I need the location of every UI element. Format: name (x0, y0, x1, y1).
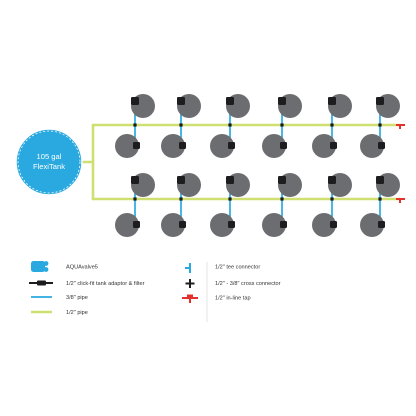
aquavalve (131, 176, 139, 184)
aquavalve (278, 97, 286, 105)
cross-connector-icon (185, 279, 195, 288)
pot-pair (161, 94, 201, 158)
legend-label-cross-connector: 1/2" - 3/8" cross connector (215, 281, 281, 287)
aquavalve (376, 176, 384, 184)
aquavalve (228, 221, 235, 228)
aquavalve (376, 97, 384, 105)
aquavalve (133, 142, 140, 149)
legend-item-tee-connector: 1/2" tee connector (185, 263, 260, 273)
plant-pot (210, 134, 234, 158)
legend-label-aquavalve: AQUAvalve5 (66, 265, 98, 271)
cross-connector (378, 123, 382, 127)
plant-pot (262, 213, 286, 237)
legend-item-half-inch-pipe: 1/2" pipe (31, 310, 88, 316)
aquavalve (131, 97, 139, 105)
plant-pot (360, 134, 384, 158)
plant-pot (115, 213, 139, 237)
legend-label-tee-connector: 1/2" tee connector (215, 265, 260, 271)
aquavalve-icon (31, 261, 49, 272)
plant-pot (312, 134, 336, 158)
tank-label-line1: 105 gal (37, 152, 62, 161)
aquavalve (179, 221, 186, 228)
inline-tap (396, 198, 405, 203)
cross-connector (179, 197, 183, 201)
pot-pair (312, 94, 352, 158)
aquavalve (177, 176, 185, 184)
cross-connector (280, 197, 284, 201)
legend-label-inline-tap: 1/2" in-line tap (215, 296, 251, 302)
legend-item-tank-adaptor: 1/2" click-fit tank adaptor & filter (29, 280, 145, 287)
legend-item-cross-connector: 1/2" - 3/8" cross connector (185, 279, 281, 288)
tank-circle (15, 128, 83, 196)
aquavalve (226, 176, 234, 184)
pot-pair (210, 173, 250, 237)
aquavalve (278, 176, 286, 184)
legend-item-aquavalve: AQUAvalve5 (31, 261, 98, 272)
legend-item-inline-tap: 1/2" in-line tap (182, 294, 251, 303)
aquavalve (179, 142, 186, 149)
plant-pot (312, 213, 336, 237)
pot-pair (262, 173, 302, 237)
cross-connector (330, 197, 334, 201)
aquavalve (330, 221, 337, 228)
aquavalve (378, 142, 385, 149)
row-2 (91, 173, 405, 237)
tee-connector-icon (185, 263, 191, 273)
row-1 (91, 94, 405, 158)
cross-connector (280, 123, 284, 127)
plant-pot (210, 213, 234, 237)
aquavalve (328, 176, 336, 184)
aquavalve (378, 221, 385, 228)
aquavalve (133, 221, 140, 228)
plant-pot (360, 213, 384, 237)
tank-label-line2: FlexiTank (33, 162, 65, 171)
inline-tap (396, 124, 405, 129)
cross-connector (179, 123, 183, 127)
pot-pair (210, 94, 250, 158)
aquavalve (328, 97, 336, 105)
cross-connector (133, 123, 137, 127)
pot-pair (360, 94, 400, 158)
pot-pair (161, 173, 201, 237)
pot-pair (312, 173, 352, 237)
legend-label-tank-adaptor: 1/2" click-fit tank adaptor & filter (66, 281, 145, 287)
cross-connector (330, 123, 334, 127)
pot-pair (262, 94, 302, 158)
tank-adaptor-filter-icon (29, 280, 53, 286)
aquavalve (228, 142, 235, 149)
cross-connector (228, 197, 232, 201)
aquavalve (330, 142, 337, 149)
aquavalve (280, 142, 287, 149)
aquavalve (226, 97, 234, 105)
pot-pair (360, 173, 400, 237)
inline-tap-icon (182, 294, 198, 303)
legend-label-three-eighths-pipe: 3/8" pipe (66, 295, 88, 301)
cross-connector (133, 197, 137, 201)
plant-pot (115, 134, 139, 158)
flexitank: 105 gal FlexiTank (15, 128, 83, 196)
aquavalve (280, 221, 287, 228)
tank-rim (17, 130, 81, 194)
pot-pair (115, 94, 155, 158)
pot-rows (91, 94, 405, 237)
aquavalve (177, 97, 185, 105)
cross-connector (378, 197, 382, 201)
cross-connector (228, 123, 232, 127)
plant-pot (161, 213, 185, 237)
legend: AQUAvalve5 1/2" click-fit tank adaptor &… (29, 261, 281, 322)
plant-pot (161, 134, 185, 158)
plant-pot (262, 134, 286, 158)
legend-label-half-inch-pipe: 1/2" pipe (66, 310, 88, 316)
pot-pair (115, 173, 155, 237)
legend-item-three-eighths-pipe: 3/8" pipe (31, 295, 88, 301)
